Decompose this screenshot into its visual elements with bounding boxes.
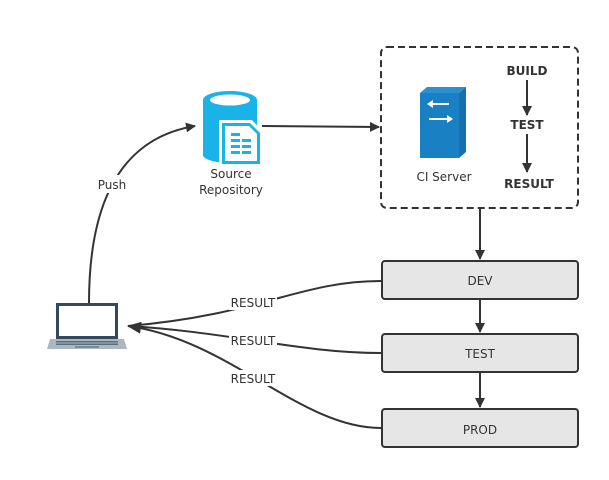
database-icon <box>203 91 263 167</box>
pipeline-step-test: TEST <box>510 118 544 132</box>
result-label-bg-3 <box>229 370 277 386</box>
result-label-prod: RESULT <box>231 372 276 386</box>
env-dev-label: DEV <box>467 274 493 288</box>
pipeline-step-build: BUILD <box>507 64 548 78</box>
laptop-icon <box>47 303 127 349</box>
server-icon <box>420 87 466 158</box>
repo-to-ci-edge <box>261 121 380 132</box>
ci-server-label: CI Server <box>416 170 471 184</box>
env-test-box <box>381 333 579 373</box>
result-label-test: RESULT <box>231 334 276 348</box>
source-repo-label-2: Repository <box>199 183 263 197</box>
result-label-dev: RESULT <box>231 296 276 310</box>
pipeline-step-result: RESULT <box>504 177 554 191</box>
ci-server-group <box>380 46 579 209</box>
result-label-bg-1 <box>229 294 277 310</box>
env-dev-box <box>381 260 579 300</box>
push-label-bg <box>95 175 131 193</box>
result-label-bg-2 <box>229 332 277 348</box>
source-repo-label-1: Source <box>210 167 251 181</box>
push-label: Push <box>98 178 127 192</box>
env-test-label: TEST <box>464 347 496 361</box>
env-prod-box <box>381 408 579 448</box>
push-edge <box>88 122 196 304</box>
env-prod-label: PROD <box>463 423 497 437</box>
